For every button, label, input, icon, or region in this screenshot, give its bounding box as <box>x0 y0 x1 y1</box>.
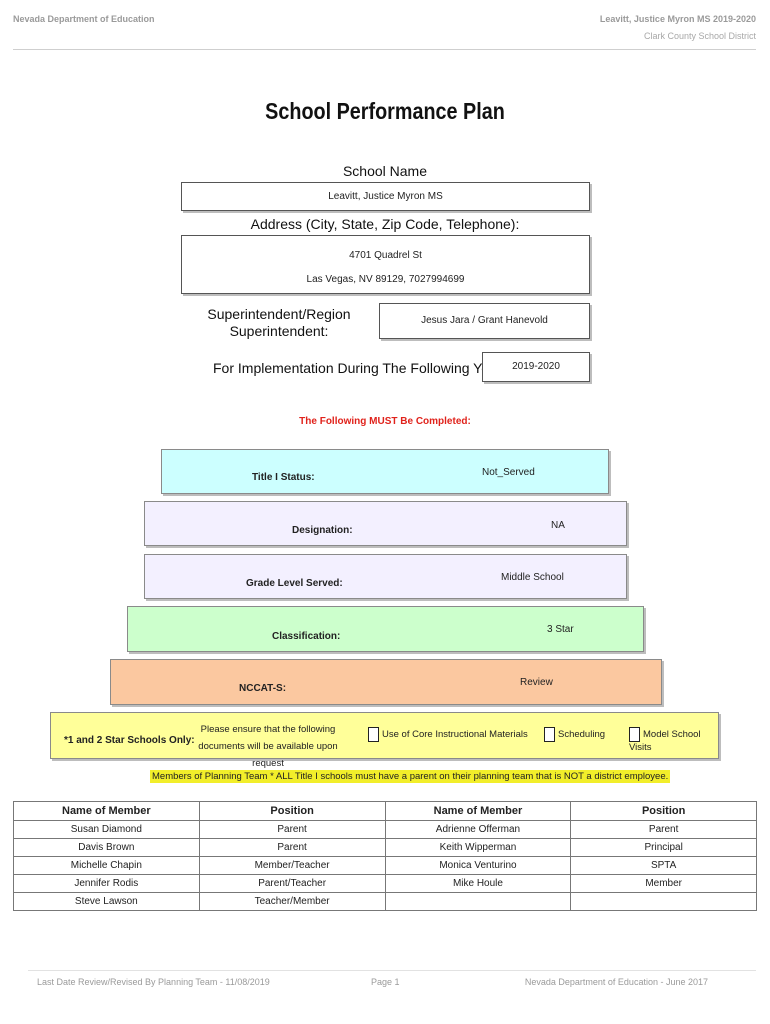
member-position-cell: Parent <box>198 838 386 857</box>
star-schools-note-line1: Please ensure that the following <box>200 724 336 735</box>
grade-level-box: Grade Level Served: Middle School <box>144 554 627 599</box>
designation-box: Designation: NA <box>144 501 627 546</box>
superintendent-label: Superintendent/Region Superintendent: <box>196 306 362 340</box>
star-schools-box: *1 and 2 Star Schools Only: Please ensur… <box>50 712 719 769</box>
member-name-cell: Adrienne Offerman <box>384 820 572 839</box>
implementation-label: For Implementation During The Following … <box>213 360 513 376</box>
planning-team-table: Name of Member Position Name of Member P… <box>13 801 757 911</box>
member-name-cell: Davis Brown <box>13 838 200 857</box>
planning-team-note: Members of Planning Team * ALL Title I s… <box>150 770 671 783</box>
superintendent-label-line1: Superintendent/Region <box>207 306 351 322</box>
classification-label: Classification: <box>272 631 341 642</box>
superintendent-field: Jesus Jara / Grant Hanevold <box>379 303 590 339</box>
model-school-visits-checkbox[interactable] <box>629 727 640 742</box>
classification-box: Classification: 3 Star <box>127 606 644 652</box>
nccat-s-box: NCCAT-S: Review <box>110 659 662 705</box>
member-position-cell: Teacher/Member <box>198 892 386 911</box>
grade-level-value: Middle School <box>501 572 564 583</box>
member-position-cell: Parent <box>570 820 757 839</box>
table-row: Michelle Chapin Member/Teacher Monica Ve… <box>13 856 757 875</box>
member-position-cell: Member <box>570 874 757 893</box>
table-row: Steve Lawson Teacher/Member <box>13 892 757 911</box>
star-schools-note: Please ensure that the following documen… <box>194 721 342 772</box>
table-row: Susan Diamond Parent Adrienne Offerman P… <box>13 820 757 839</box>
scheduling-option[interactable]: Scheduling <box>544 727 605 742</box>
superintendent-label-line2: Superintendent: <box>229 323 329 339</box>
member-position-cell: Parent/Teacher <box>198 874 386 893</box>
address-label: Address (City, State, Zip Code, Telephon… <box>250 216 520 232</box>
member-name-cell: Jennifer Rodis <box>13 874 200 893</box>
header-school-year: Leavitt, Justice Myron MS 2019-2020 <box>599 14 756 24</box>
member-name-cell: Keith Wipperman <box>384 838 572 857</box>
star-schools-note-line2: documents will be available upon request <box>198 741 338 769</box>
title-i-status-value: Not_Served <box>482 467 535 478</box>
title-i-status-box: Title I Status: Not_Served <box>161 449 609 494</box>
designation-value: NA <box>551 520 565 531</box>
nccat-s-value: Review <box>520 677 553 688</box>
member-name-cell: Susan Diamond <box>13 820 200 839</box>
scheduling-checkbox[interactable] <box>544 727 555 742</box>
footer-review-date: Last Date Review/Revised By Planning Tea… <box>37 977 270 987</box>
footer-divider <box>28 970 756 971</box>
star-schools-label: *1 and 2 Star Schools Only: <box>64 735 195 746</box>
member-position-cell: Member/Teacher <box>198 856 386 875</box>
header-divider <box>13 49 756 50</box>
address-field: 4701 Quadrel St Las Vegas, NV 89129, 702… <box>181 235 590 294</box>
member-name-cell: Steve Lawson <box>13 892 200 911</box>
model-school-visits-option[interactable]: Model School Visits <box>629 727 718 753</box>
table-header-row: Name of Member Position Name of Member P… <box>13 801 757 821</box>
nccat-s-label: NCCAT-S: <box>239 683 287 694</box>
must-complete-notice: The Following MUST Be Completed: <box>299 416 471 427</box>
designation-label: Designation: <box>292 525 353 536</box>
model-school-visits-label: Model School Visits <box>629 729 701 753</box>
table-row: Davis Brown Parent Keith Wipperman Princ… <box>13 838 757 857</box>
table-row: Jennifer Rodis Parent/Teacher Mike Houle… <box>13 874 757 893</box>
core-materials-checkbox[interactable] <box>368 727 379 742</box>
member-name-cell <box>384 892 572 911</box>
column-header: Name of Member <box>13 801 200 821</box>
member-position-cell: SPTA <box>570 856 757 875</box>
implementation-years-field: 2019-2020 <box>482 352 590 382</box>
address-line-1: 4701 Quadrel St <box>349 250 422 261</box>
core-materials-label: Use of Core Instructional Materials <box>382 729 528 741</box>
member-position-cell: Parent <box>198 820 386 839</box>
title-i-status-label: Title I Status: <box>252 472 315 483</box>
classification-value: 3 Star <box>547 624 574 635</box>
school-name-field: Leavitt, Justice Myron MS <box>181 182 590 211</box>
page-title: School Performance Plan <box>265 98 505 124</box>
footer-page-number: Page 1 <box>371 977 400 987</box>
core-materials-option[interactable]: Use of Core Instructional Materials <box>368 727 528 742</box>
member-position-cell: Principal <box>570 838 757 857</box>
school-name-label: School Name <box>342 163 428 179</box>
column-header: Position <box>570 801 757 821</box>
member-name-cell: Michelle Chapin <box>13 856 200 875</box>
footer-agency-date: Nevada Department of Education - June 20… <box>524 977 708 987</box>
member-position-cell <box>570 892 757 911</box>
scheduling-label: Scheduling <box>558 729 606 741</box>
header-agency: Nevada Department of Education <box>13 14 155 24</box>
column-header: Position <box>198 801 386 821</box>
header-district: Clark County School District <box>643 31 756 41</box>
address-line-2: Las Vegas, NV 89129, 7027994699 <box>306 274 465 285</box>
column-header: Name of Member <box>384 801 572 821</box>
member-name-cell: Monica Venturino <box>384 856 572 875</box>
grade-level-label: Grade Level Served: <box>246 578 343 589</box>
member-name-cell: Mike Houle <box>384 874 572 893</box>
